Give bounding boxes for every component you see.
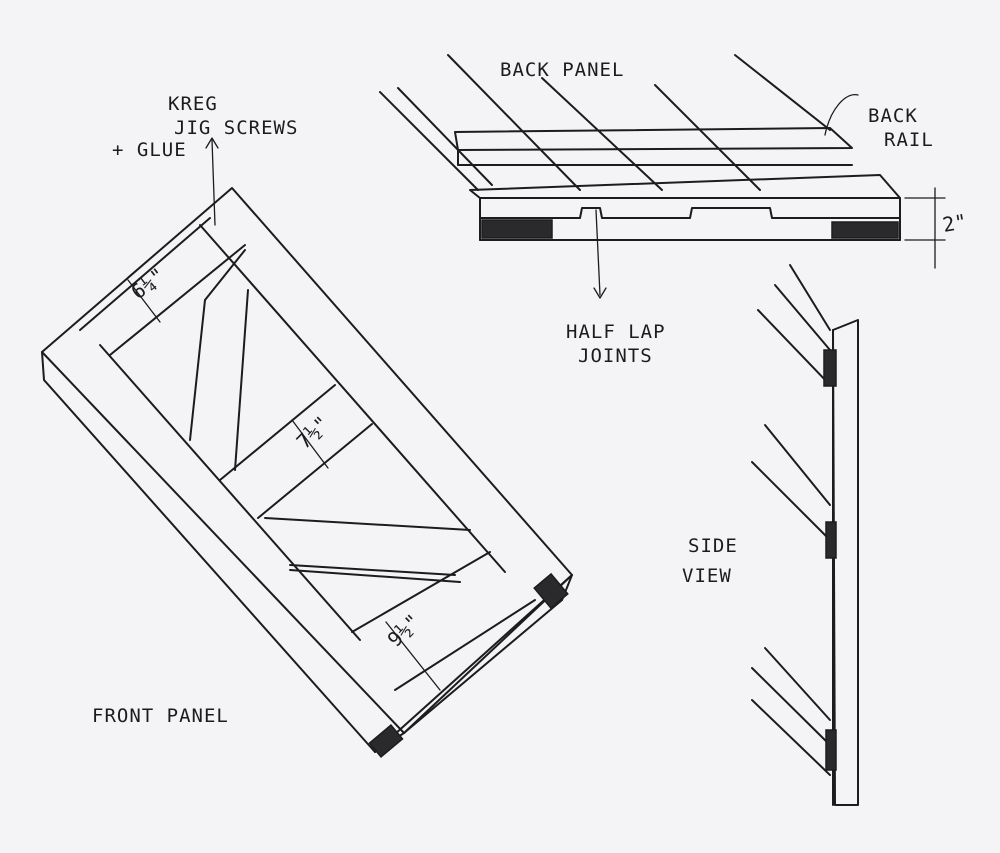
side-slat-lower-1: [764, 647, 831, 721]
side-slat-lower-hatch: [825, 729, 837, 771]
back-panel-label: BACK PANEL: [500, 59, 624, 81]
back-slat-line-3: [447, 54, 581, 191]
back-panel-top-face: [469, 174, 901, 199]
half-lap-arrow: [595, 209, 601, 296]
back-rail-label-line2: RAIL: [884, 129, 934, 151]
front-panel-bottom-rail-a: [351, 551, 491, 633]
kreg-label-line1: KREG: [168, 93, 218, 115]
front-panel-upper-brace-b: [234, 289, 249, 471]
half-lap-label-line1: HALF LAP: [566, 321, 666, 343]
back-slat-line-2: [397, 87, 493, 186]
middle-rail-dim-line: [291, 419, 329, 469]
side-slat-upper-3: [757, 309, 831, 386]
front-panel-upper-brace-a: [189, 249, 246, 441]
kreg-label-line2: JIG SCREWS: [174, 117, 298, 139]
half-lap-label-line2: JOINTS: [578, 345, 653, 367]
side-view-label-line2: VIEW: [682, 565, 732, 587]
top-rail-dimension: 6¼": [126, 263, 169, 304]
side-slat-upper-hatch: [823, 349, 837, 387]
kreg-arrow: [211, 139, 216, 226]
side-view-drawing: [751, 264, 859, 806]
side-slat-lower-3: [751, 699, 831, 776]
front-panel-lower-brace-b: [289, 569, 461, 583]
front-panel-right-stile-line: [199, 224, 506, 573]
front-panel-lower-brace-c: [289, 564, 456, 576]
bottom-rail-dimension: 9½": [383, 609, 426, 652]
side-slat-mid-hatch: [825, 521, 837, 559]
back-slat-line-6: [734, 54, 831, 131]
front-panel-bottom-rail-b: [394, 599, 536, 691]
back-rail-label-line1: BACK: [868, 105, 918, 127]
half-lap-arrowhead: [593, 287, 607, 299]
back-slat-line-5: [654, 84, 761, 191]
front-panel-middle-rail-a: [219, 384, 336, 481]
side-view-label-line1: SIDE: [688, 535, 738, 557]
front-panel-stile-cap: [79, 217, 211, 331]
front-panel-label: FRONT PANEL: [92, 705, 229, 727]
front-panel-left-stile-line: [99, 344, 361, 641]
front-panel-dimensions: 6¼" 7½" 9½": [126, 263, 441, 691]
side-view-panel: [832, 319, 859, 806]
top-rail-dim-line: [127, 279, 161, 323]
side-slat-upper-2: [774, 284, 831, 351]
side-slat-lower-2: [751, 667, 831, 746]
back-height-dimension: 2": [941, 209, 969, 237]
half-lap-joint-line: [479, 207, 901, 219]
kreg-label-line3: + GLUE: [112, 139, 187, 161]
front-panel-inner-edge: [403, 599, 563, 734]
middle-rail-dimension: 7½": [292, 411, 335, 454]
front-panel-drawing: [41, 187, 573, 758]
front-panel-top-rail: [109, 244, 246, 356]
front-panel-frame: [41, 187, 573, 734]
front-panel-middle-rail-b: [257, 423, 373, 519]
back-rail: [454, 127, 853, 151]
side-slat-mid-2: [751, 461, 831, 541]
side-slat-mid-1: [764, 424, 831, 506]
back-slat-line-4: [541, 77, 663, 191]
back-panel-drawing: [379, 54, 946, 299]
bottom-rail-dim-line: [385, 621, 441, 691]
front-panel-bottom-edge: [374, 574, 573, 753]
front-panel-end-grain-right: [533, 572, 569, 610]
kreg-arrowhead: [205, 137, 219, 149]
front-panel-side-face: [41, 351, 405, 753]
side-slat-upper-1: [789, 264, 831, 331]
back-slat-line-1: [379, 91, 479, 191]
back-panel-end-grain-left: [481, 219, 553, 239]
back-rail-arrow: [824, 94, 859, 136]
back-panel-end-grain-right: [831, 221, 899, 239]
front-panel-end-grain-bottom: [368, 724, 404, 758]
front-panel-lower-brace-a: [264, 517, 471, 531]
